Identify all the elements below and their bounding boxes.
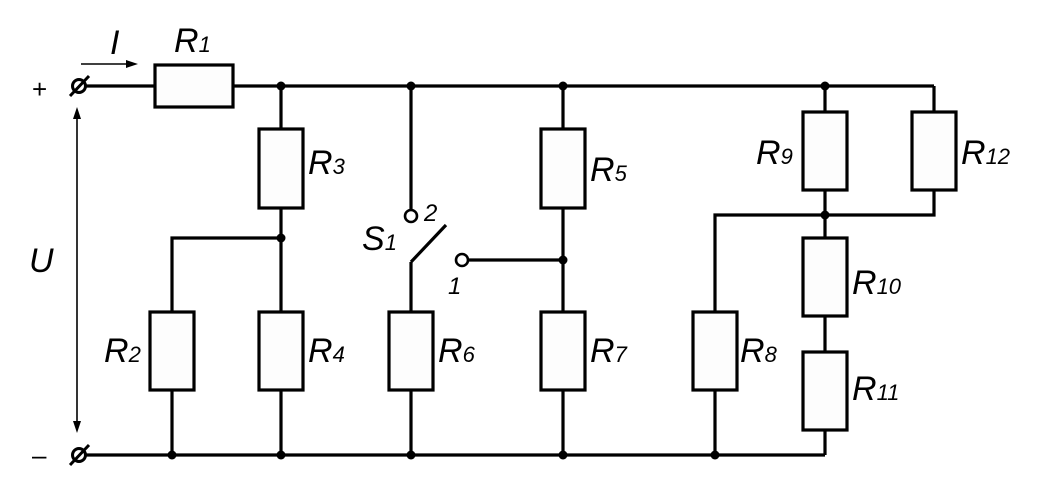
junction-dot <box>820 81 830 91</box>
resistor-r2 <box>148 310 196 392</box>
label-r7: R7 <box>590 332 628 370</box>
resistor-r5 <box>539 127 587 210</box>
current-arrow <box>81 60 138 68</box>
junction-dot <box>406 450 416 460</box>
junction-dot <box>558 450 568 460</box>
junction-dot <box>167 450 177 460</box>
junction-dot <box>276 81 286 91</box>
junction-dot <box>710 450 720 460</box>
terminal-minus <box>68 443 91 467</box>
junction-dot <box>406 81 416 91</box>
junctions <box>167 81 830 460</box>
switch-contact-1-label: 1 <box>448 273 461 300</box>
label-r9: R9 <box>756 134 793 172</box>
switch-contact-2 <box>403 208 419 224</box>
label-r1: R1 <box>174 22 211 60</box>
voltage-label: U <box>29 242 54 280</box>
resistor-r10 <box>801 236 849 318</box>
resistor-r4 <box>257 310 305 392</box>
junction-dot <box>558 255 568 265</box>
label-r4: R4 <box>308 332 345 370</box>
terminal-plus <box>68 74 91 98</box>
resistor-r12 <box>910 110 958 192</box>
voltage-arrow <box>73 107 81 433</box>
junction-dot <box>276 450 286 460</box>
label-r5: R5 <box>590 151 628 189</box>
label-r2: R2 <box>104 332 141 370</box>
junction-dot <box>558 81 568 91</box>
label-r6: R6 <box>438 332 476 370</box>
resistor-r7 <box>539 310 587 392</box>
resistor-r11 <box>801 350 849 432</box>
label-r3: R3 <box>308 144 346 182</box>
resistor-r1 <box>153 63 235 109</box>
resistor-r6 <box>387 310 435 392</box>
label-s1: S1 <box>362 220 397 258</box>
switch-blade <box>409 223 448 264</box>
junction-dot <box>820 210 830 220</box>
label-r8: R8 <box>740 332 778 370</box>
current-label: I <box>110 24 120 62</box>
labels: U I R1 R2 R3 R4 R5 R6 R7 R8 R9 R10 R11 R… <box>29 22 1010 408</box>
label-r10: R10 <box>852 264 902 302</box>
switch-s1 <box>403 208 470 268</box>
terminal-minus-sign: – <box>32 440 47 470</box>
wire-r2-top <box>170 236 281 312</box>
resistor-r3 <box>257 127 305 210</box>
resistor-r9 <box>801 110 849 192</box>
label-r11: R11 <box>852 370 899 408</box>
resistors <box>148 63 958 432</box>
junction-dot <box>276 233 286 243</box>
resistor-r8 <box>691 310 739 392</box>
switch-contact-1 <box>454 252 470 268</box>
label-r12: R12 <box>961 134 1010 172</box>
terminals: + – <box>32 74 91 470</box>
terminal-plus-sign: + <box>32 74 47 104</box>
switch-contact-2-label: 2 <box>423 200 437 227</box>
